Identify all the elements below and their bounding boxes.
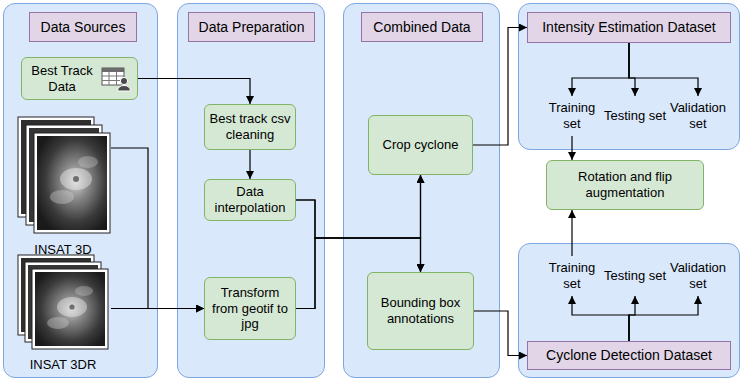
node-label: Combined Data xyxy=(373,19,470,36)
stage-panel: Intensity Estimation DatasetTraining set… xyxy=(518,3,740,150)
satellite-image-stack xyxy=(15,115,111,235)
process-box: Best track csv cleaning xyxy=(204,104,296,150)
dataset-split: Testing set xyxy=(603,96,667,136)
data-source-box: Best Track Data xyxy=(21,57,138,100)
process-box: Rotation and flip augmentation xyxy=(546,160,704,210)
node-label: Transform from geotif to jpg xyxy=(208,285,292,332)
panel-heading: Intensity Estimation Dataset xyxy=(527,12,731,43)
node-label: Training set xyxy=(540,260,604,291)
node-label: Validation set xyxy=(666,260,730,291)
stage-panel: Combined DataCrop cycloneBounding box an… xyxy=(343,3,500,378)
person-icon xyxy=(118,77,131,91)
node-label: Best track csv cleaning xyxy=(208,111,292,142)
node-label: Data Sources xyxy=(41,19,126,36)
dataset-split: Validation set xyxy=(666,96,730,136)
node-label: INSAT 3DR xyxy=(30,357,97,373)
stage-panel: Cyclone Detection Dataset Training setTes… xyxy=(518,243,740,378)
dataset-split: Training set xyxy=(540,256,604,296)
process-box: Bounding box annotations xyxy=(367,272,474,350)
node-label: Validation set xyxy=(666,100,730,131)
satellite-image-node: INSAT 3D xyxy=(15,115,111,260)
node-label: Testing set xyxy=(604,108,666,124)
process-box: Crop cyclone xyxy=(368,115,473,175)
panel-heading: Data Sources xyxy=(29,12,137,42)
node-label: Data Preparation xyxy=(199,19,305,36)
stage-panel: Data Sources Best Track Data xyxy=(3,3,158,378)
dataset-split: Validation set xyxy=(666,256,730,296)
panel-heading: Combined Data xyxy=(361,12,483,42)
table-icon xyxy=(101,66,131,92)
node-label: Data interpolation xyxy=(208,184,292,215)
stage-panel: Data PreparationBest track csv cleaningD… xyxy=(177,3,325,378)
process-box: Data interpolation xyxy=(204,179,296,221)
node-label: Cyclone Detection Dataset xyxy=(546,347,712,364)
image-frames xyxy=(18,117,110,233)
node-label: Crop cyclone xyxy=(383,137,459,153)
node-label: Testing set xyxy=(604,268,666,284)
dataset-split: Testing set xyxy=(603,256,667,296)
image-frames xyxy=(18,255,108,349)
node-label: Training set xyxy=(540,100,604,131)
satellite-image-stack xyxy=(15,253,111,351)
node-label: Intensity Estimation Dataset xyxy=(542,19,716,36)
panel-heading: Cyclone Detection Dataset xyxy=(527,341,731,370)
node-label: Best Track Data xyxy=(25,63,99,94)
process-box: Transform from geotif to jpg xyxy=(204,277,296,340)
node-label: Bounding box annotations xyxy=(371,295,470,326)
dataset-split: Training set xyxy=(540,96,604,136)
node-label: Rotation and flip augmentation xyxy=(550,169,700,200)
satellite-image-node: INSAT 3DR xyxy=(15,253,111,375)
panel-heading: Data Preparation xyxy=(188,12,315,42)
